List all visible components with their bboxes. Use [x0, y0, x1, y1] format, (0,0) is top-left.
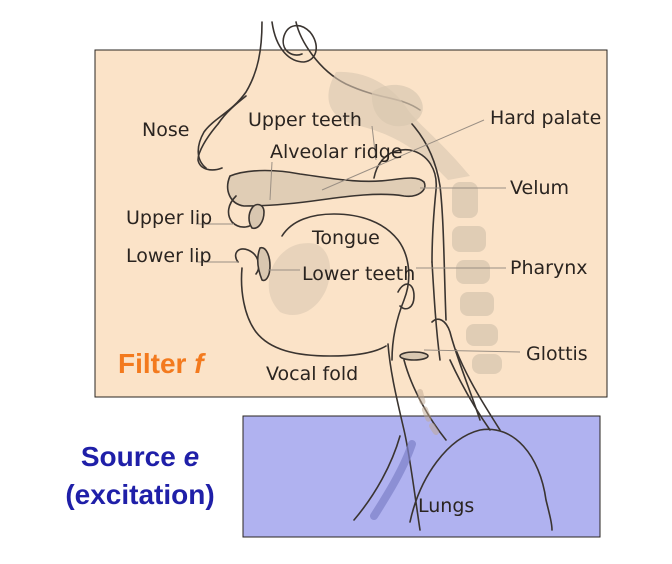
vertebrae — [452, 182, 502, 374]
label-lungs: Lungs — [418, 495, 474, 517]
bronchus-shade — [370, 440, 416, 520]
label-tongue: Tongue — [311, 227, 380, 249]
label-hard-palate: Hard palate — [490, 107, 601, 129]
velum-shape — [373, 149, 437, 263]
filter-label: Filter — [118, 348, 187, 379]
lung-outline — [409, 428, 553, 531]
vocal-fold-shape — [399, 351, 429, 361]
larynx-front — [387, 343, 421, 531]
filter-symbol: f — [194, 348, 206, 379]
label-vocal-fold: Vocal fold — [266, 363, 358, 385]
jaw-outline — [240, 267, 387, 357]
tongue-body — [268, 243, 331, 316]
lung-left-edge — [353, 435, 401, 521]
label-alveolar-ridge: Alveolar ridge — [270, 141, 403, 163]
nasal-bone — [271, 21, 317, 63]
source-region — [242, 415, 601, 538]
label-velum: Velum — [510, 177, 569, 199]
leader-lines — [196, 119, 521, 353]
filter-title: Filter f — [118, 348, 206, 379]
nasopharynx-wall — [411, 123, 447, 321]
tongue-shape — [281, 213, 410, 361]
esophagus — [455, 349, 501, 431]
label-nose: Nose — [142, 119, 189, 141]
trachea-shade — [417, 389, 439, 435]
epiglottis — [397, 283, 415, 310]
pharynx-back-wall — [431, 261, 441, 361]
upper-teeth-shape — [248, 203, 265, 230]
lower-teeth-shape — [257, 246, 271, 282]
source-label: Source — [81, 441, 176, 472]
label-lower-teeth: Lower teeth — [302, 263, 415, 285]
skull-base — [371, 84, 423, 127]
source-subtitle: (excitation) — [65, 479, 214, 510]
label-lower-lip: Lower lip — [126, 245, 212, 267]
nose-outline — [197, 95, 247, 171]
trachea-back — [449, 359, 491, 431]
source-title: Source e — [81, 441, 199, 472]
larynx-back — [431, 318, 481, 421]
label-glottis: Glottis — [526, 343, 588, 365]
source-symbol: e — [184, 441, 200, 472]
label-pharynx: Pharynx — [510, 257, 587, 279]
skull-outline — [197, 21, 263, 169]
label-upper-teeth: Upper teeth — [248, 109, 362, 131]
label-upper-lip: Upper lip — [126, 207, 212, 229]
